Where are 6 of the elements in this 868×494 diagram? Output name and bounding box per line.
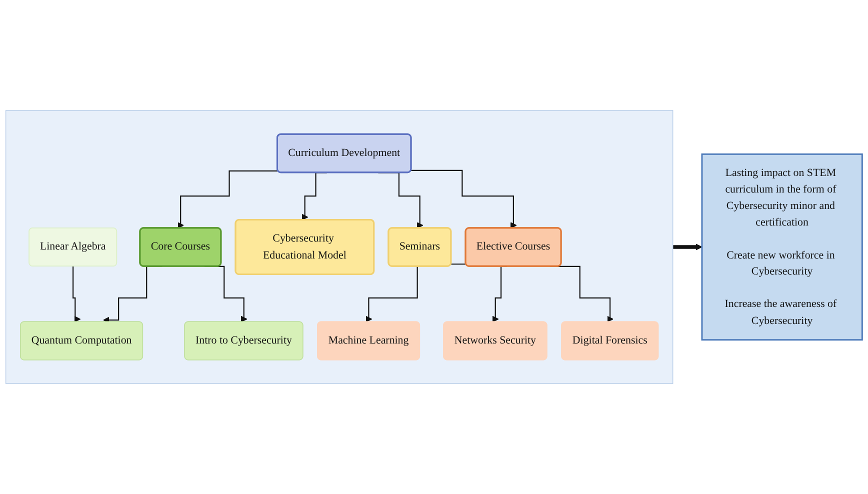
arrow <box>178 170 278 229</box>
cluster <box>5 110 674 384</box>
arrow <box>72 266 81 322</box>
node-box: Lasting impact on STEM curriculum in the form of Cybersecurity minor and certification Create new workforce in Cybersecurity Increase the awareness of Cybersecurity <box>701 153 863 341</box>
arrow <box>411 170 517 229</box>
arrow <box>672 244 702 250</box>
